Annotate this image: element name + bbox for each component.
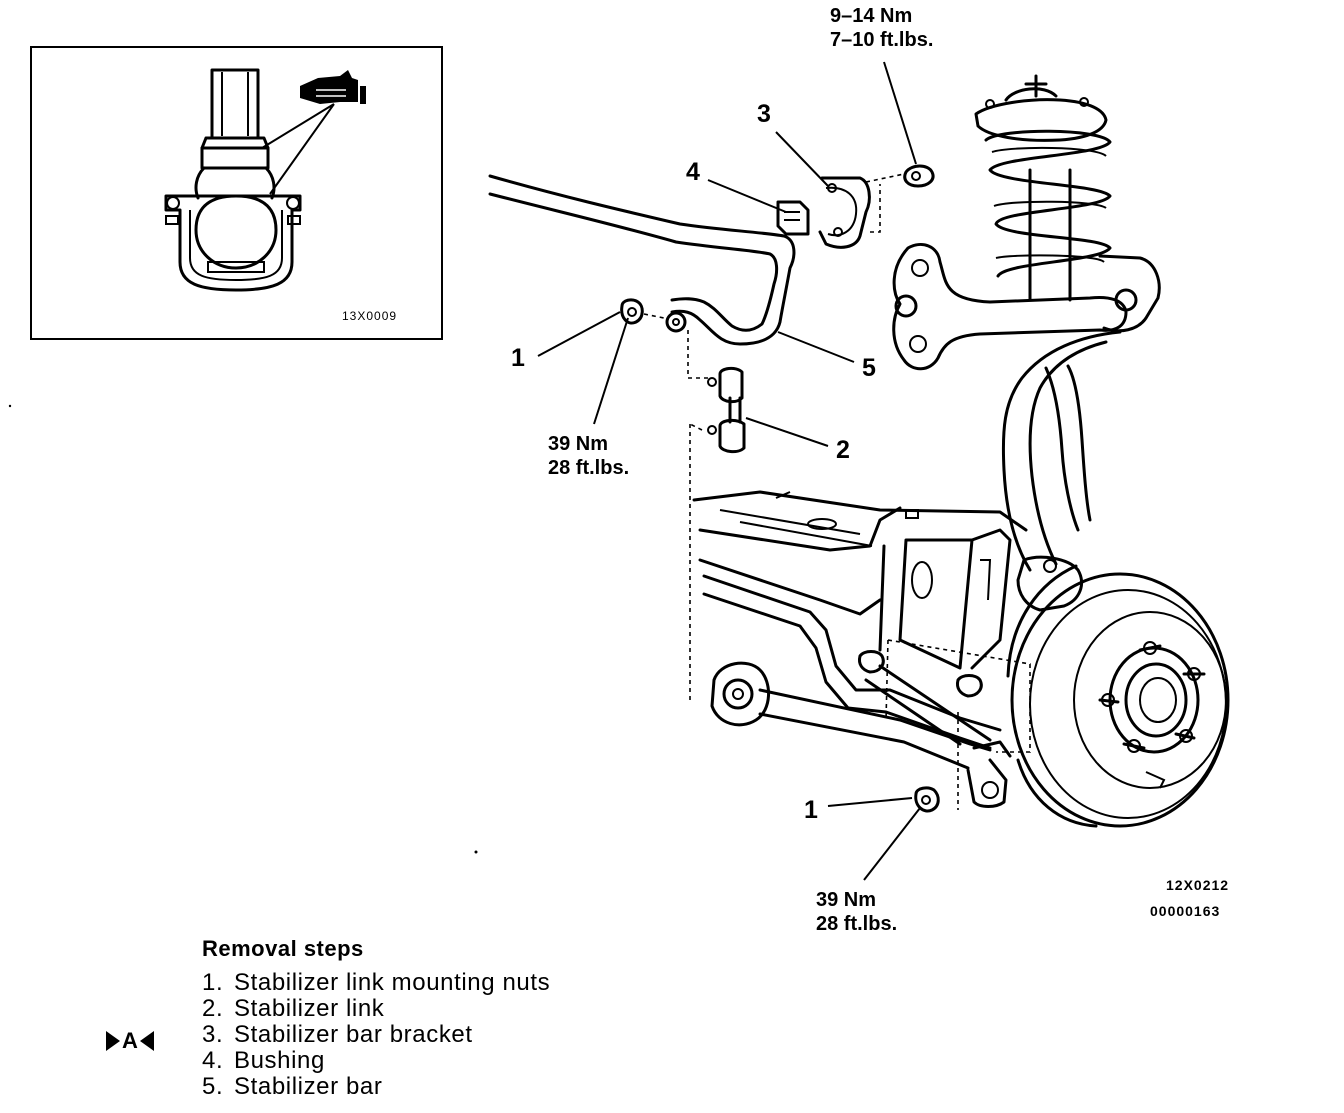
removal-steps: Removal steps 1.Stabilizer link mounting… [202, 936, 550, 1100]
torque-imperial: 28 ft.lbs. [548, 457, 629, 479]
installation-note-marker: A [106, 1028, 154, 1054]
removal-steps-heading: Removal steps [202, 936, 364, 961]
list-item: 2.Stabilizer link [202, 995, 385, 1022]
svg-text:4: 4 [686, 158, 700, 186]
stabilizer-bar [488, 174, 796, 346]
lower-arm-bushing [710, 661, 770, 727]
torque-metric: 9–14 Nm [830, 5, 912, 27]
list-item: 4.Bushing [202, 1047, 325, 1074]
torque-imperial: 28 ft.lbs. [816, 913, 897, 935]
list-item: 3.Stabilizer bar bracket [202, 1021, 473, 1048]
figure-code-secondary: 00000163 [1150, 903, 1220, 919]
bushing [776, 200, 810, 236]
triangle-left-icon [139, 1031, 154, 1051]
bar-end-eye [665, 311, 687, 333]
strut-assembly [892, 74, 1161, 612]
marker-letter: A [122, 1028, 138, 1053]
torque-metric: 39 Nm [548, 433, 608, 455]
torque-metric: 39 Nm [816, 889, 876, 911]
svg-text:2: 2 [836, 436, 850, 464]
inset-detail: 13X0009 [30, 46, 443, 340]
torque-bracket-bolt: 9–14 Nm 7–10 ft.lbs. [830, 5, 933, 165]
removal-steps-list: 1.Stabilizer link mounting nuts 2.Stabil… [202, 970, 550, 1100]
link-nut-lower [914, 786, 940, 813]
callout-bar: 5 [777, 331, 876, 382]
torque-upper-nut: 39 Nm 28 ft.lbs. [548, 317, 629, 479]
torque-lower-nut: 39 Nm 28 ft.lbs. [816, 807, 921, 935]
callout-bracket: 3 [757, 100, 829, 187]
stabilizer-link [707, 366, 746, 454]
svg-text:1: 1 [511, 344, 525, 372]
subframe [692, 490, 1031, 810]
svg-text:5: 5 [862, 354, 876, 382]
svg-text:1: 1 [804, 796, 818, 824]
grease-icon [300, 70, 366, 104]
svg-text:3: 3 [757, 100, 771, 128]
callout-nut-upper: 1 [511, 311, 621, 372]
bracket-bolt [903, 164, 935, 188]
list-item: 5.Stabilizer bar [202, 1073, 383, 1100]
callout-nut-lower: 1 [804, 796, 913, 824]
inset-figure-code: 13X0009 [342, 309, 397, 323]
list-item: 1.Stabilizer link mounting nuts [202, 969, 551, 996]
torque-imperial: 7–10 ft.lbs. [830, 29, 933, 51]
brake-disc-hub [1006, 564, 1230, 828]
figure-code-primary: 12X0212 [1166, 877, 1229, 893]
callout-link: 2 [745, 417, 850, 464]
stabilizer-bar-bracket [818, 173, 905, 249]
callout-bushing: 4 [686, 158, 787, 213]
link-nut-upper [620, 298, 644, 325]
triangle-right-icon [106, 1031, 120, 1051]
